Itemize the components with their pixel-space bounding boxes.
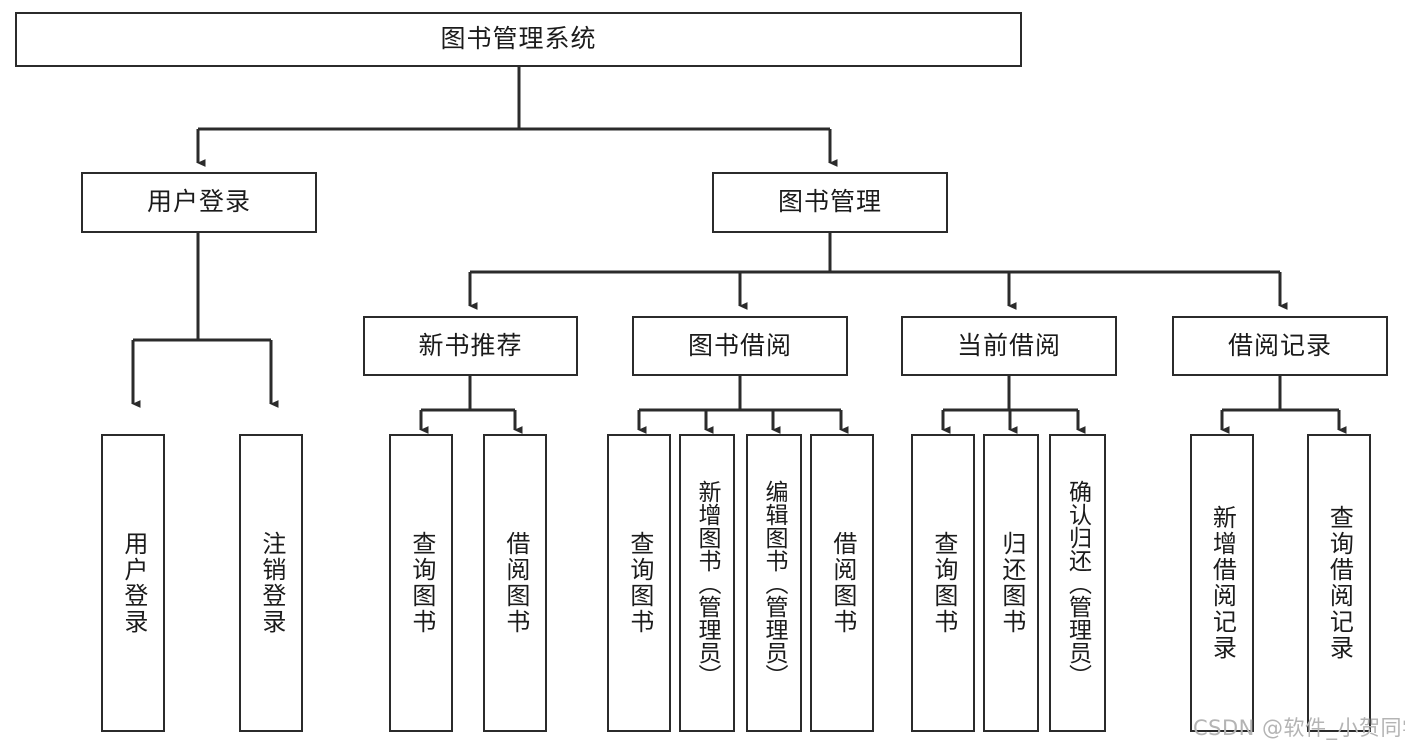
node-new-book-recommend[interactable]: 新书推荐 [363, 316, 578, 376]
node-current-borrow-label: 当前借阅 [956, 330, 1061, 360]
node-book-manage-label: 图书管理 [777, 187, 882, 217]
node-user-login[interactable]: 用户登录 [81, 172, 317, 233]
node-leaf-user-login-label: 用户登录 [119, 531, 148, 635]
node-borrow-record-label: 借阅记录 [1227, 330, 1332, 360]
node-book-manage[interactable]: 图书管理 [712, 172, 948, 233]
node-leaf-query-book-1[interactable]: 查询图书 [389, 434, 453, 732]
node-leaf-add-book[interactable]: 新增图书（管理员） [679, 434, 735, 732]
node-leaf-borrow-book-2-label: 借阅图书 [828, 531, 857, 635]
node-leaf-borrow-book-1-label: 借阅图书 [501, 531, 530, 635]
node-book-borrow-label: 图书借阅 [687, 330, 792, 360]
node-leaf-edit-book-label: 编辑图书（管理员） [761, 479, 788, 687]
node-leaf-add-record[interactable]: 新增借阅记录 [1190, 434, 1254, 732]
node-leaf-add-book-label: 新增图书（管理员） [694, 479, 721, 687]
node-root-label: 图书管理系统 [440, 24, 597, 54]
node-leaf-query-book-2[interactable]: 查询图书 [607, 434, 671, 732]
node-leaf-query-book-3-label: 查询图书 [929, 531, 958, 635]
node-leaf-edit-book[interactable]: 编辑图书（管理员） [746, 434, 802, 732]
node-leaf-query-book-1-label: 查询图书 [407, 531, 436, 635]
node-leaf-logout[interactable]: 注销登录 [239, 434, 303, 732]
node-book-borrow[interactable]: 图书借阅 [632, 316, 848, 376]
node-leaf-user-login[interactable]: 用户登录 [101, 434, 165, 732]
node-leaf-return-book[interactable]: 归还图书 [983, 434, 1039, 732]
node-borrow-record[interactable]: 借阅记录 [1172, 316, 1388, 376]
node-leaf-query-record[interactable]: 查询借阅记录 [1307, 434, 1371, 732]
watermark-text: CSDN @软件_小贺同学 [1193, 716, 1405, 740]
node-user-login-label: 用户登录 [146, 187, 251, 217]
node-current-borrow[interactable]: 当前借阅 [901, 316, 1117, 376]
node-root[interactable]: 图书管理系统 [15, 12, 1022, 67]
node-leaf-confirm-return[interactable]: 确认归还（管理员） [1049, 434, 1106, 732]
node-leaf-return-book-label: 归还图书 [997, 531, 1026, 635]
node-leaf-query-book-2-label: 查询图书 [625, 531, 654, 635]
node-leaf-borrow-book-1[interactable]: 借阅图书 [483, 434, 547, 732]
node-leaf-logout-label: 注销登录 [257, 531, 286, 635]
node-new-book-recommend-label: 新书推荐 [418, 330, 523, 360]
node-leaf-query-book-3[interactable]: 查询图书 [911, 434, 975, 732]
node-leaf-query-record-label: 查询借阅记录 [1325, 505, 1354, 661]
node-leaf-borrow-book-2[interactable]: 借阅图书 [810, 434, 874, 732]
node-leaf-confirm-return-label: 确认归还（管理员） [1064, 479, 1091, 687]
node-leaf-add-record-label: 新增借阅记录 [1208, 505, 1237, 661]
